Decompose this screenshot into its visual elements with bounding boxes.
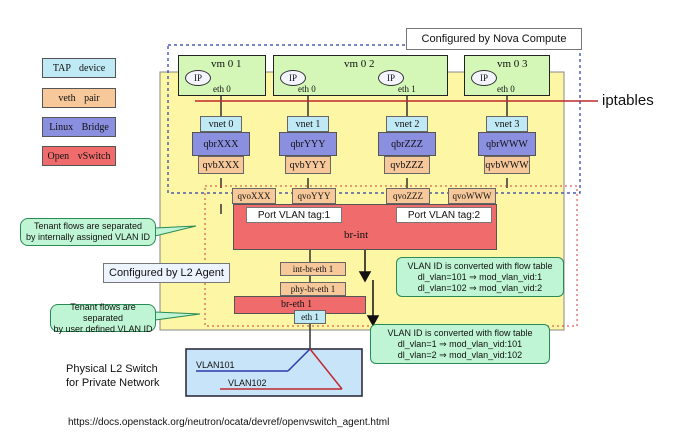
tenant-note-internal-line2: by internally assigned VLAN ID — [25, 232, 151, 242]
physical-switch-line1: Physical L2 Switch — [66, 363, 158, 375]
qvo-zzz: qvoZZZ — [386, 188, 430, 204]
vnet-2: vnet 2 — [386, 116, 428, 132]
vlan101-label: VLAN101 — [196, 360, 235, 370]
vm-02-title: vm 0 2 — [344, 58, 375, 70]
qvb-xxx: qvbXXX — [198, 156, 244, 174]
qvb-www: qvbWWW — [484, 156, 530, 174]
flow-note-eth-line3: dl_vlan=2 ⇒ mod_vlan_vid:102 — [397, 349, 523, 360]
qvo-yyy: qvoYYY — [292, 188, 336, 204]
vlan102-label: VLAN102 — [228, 378, 267, 388]
qvo-xxx: qvoXXX — [232, 188, 276, 204]
vm-02-eth0: eth 0 — [298, 84, 316, 94]
vm-02-ip2: IP — [378, 70, 404, 86]
vm-01-title: vm 0 1 — [211, 58, 242, 70]
vm-03-eth: eth 0 — [497, 84, 515, 94]
iptables-label: iptables — [602, 92, 654, 109]
port-vlan-tag-1: Port VLAN tag:1 — [246, 207, 342, 223]
legend-veth: veth pair — [42, 88, 116, 108]
flow-note-int-line3: dl_vlan=102 ⇒ mod_vlan_vid:2 — [417, 282, 543, 293]
flow-note-int-line2: dl_vlan=101 ⇒ mod_vlan_vid:1 — [417, 271, 543, 282]
vnet-0: vnet 0 — [200, 116, 242, 132]
qvb-yyy: qvbYYY — [285, 156, 331, 174]
qvo-www: qvoWWW — [448, 188, 496, 204]
port-vlan-tag-2: Port VLAN tag:2 — [396, 207, 492, 223]
flow-note-eth-line2: dl_vlan=1 ⇒ mod_vlan_vid:101 — [397, 338, 523, 349]
tenant-note-user-line2: by user defined VLAN ID — [53, 323, 153, 334]
l2-agent-label: Configured by L2 Agent — [103, 263, 230, 283]
qbr-zzz: qbrZZZ — [378, 132, 436, 156]
vm-01: vm 0 1 IP eth 0 — [178, 55, 266, 96]
br-eth1-title: br-eth 1 — [281, 299, 313, 310]
vnet-1: vnet 1 — [287, 116, 329, 132]
legend-ovs: Open vSwitch — [42, 146, 116, 166]
legend-tap: TAP device — [42, 58, 116, 78]
qbr-yyy: qbrYYY — [279, 132, 337, 156]
flow-note-int-line1: VLAN ID is converted with flow table — [407, 260, 553, 271]
source-url[interactable]: https://docs.openstack.org/neutron/ocata… — [68, 417, 390, 428]
physical-switch-line2: for Private Network — [66, 377, 160, 389]
qbr-www: qbrWWW — [478, 132, 536, 156]
vm-02-eth1: eth 1 — [398, 84, 416, 94]
int-br-eth1: int-br-eth 1 — [280, 262, 346, 276]
qbr-xxx: qbrXXX — [192, 132, 250, 156]
tenant-note-internal-line1: Tenant flows are separated — [33, 221, 143, 231]
vm-03-title: vm 0 3 — [497, 58, 528, 70]
vm-03-ip: IP — [471, 70, 497, 86]
vnet-3: vnet 3 — [486, 116, 528, 132]
physical-switch-label: Physical L2 Switch for Private Network — [66, 362, 160, 390]
flow-note-eth-line1: VLAN ID is converted with flow table — [387, 327, 533, 338]
tenant-note-user-line1: Tenant flows are separated — [70, 301, 136, 323]
br-int-title: br-int — [344, 229, 369, 241]
qvb-zzz: qvbZZZ — [384, 156, 430, 174]
phy-br-eth1: phy-br-eth 1 — [280, 282, 346, 296]
vm-01-ip: IP — [185, 70, 211, 86]
vm-02: vm 0 2 IP eth 0 IP eth 1 — [273, 55, 448, 96]
eth1-nic: eth 1 — [294, 310, 326, 324]
vm-03: vm 0 3 IP eth 0 — [464, 55, 550, 96]
vm-01-eth: eth 0 — [213, 84, 231, 94]
nova-compute-label: Configured by Nova Compute — [406, 28, 582, 50]
legend-bridge: Linux Bridge — [42, 117, 116, 137]
vm-02-ip: IP — [280, 70, 306, 86]
